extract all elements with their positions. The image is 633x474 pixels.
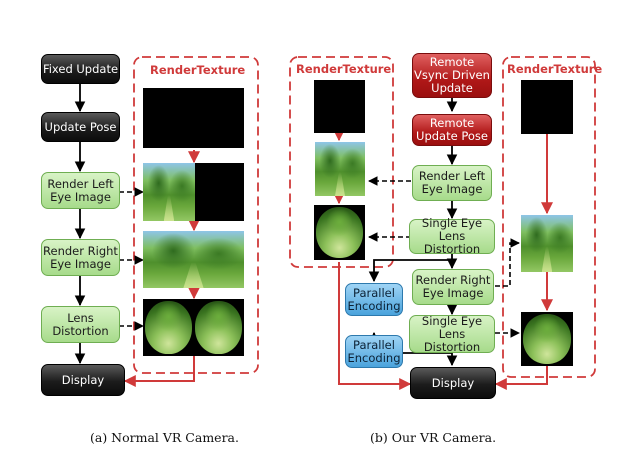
single-eye-lens-distortion-1: Single Eye Lens Distortion (409, 217, 495, 256)
parallel-encoding-1: Parallel Encoding (345, 283, 403, 316)
render-left-eye-node-right: Render Left Eye Image (412, 165, 492, 201)
right-eye-image-right (521, 215, 573, 272)
lens-distorted-texture (143, 299, 244, 356)
lens-distortion-node: Lens Distortion (41, 306, 120, 343)
distorted-left-eye (145, 301, 192, 354)
distorted-right-eye (195, 301, 242, 354)
left-eye-texture (143, 163, 244, 221)
empty-render-texture-right-b (521, 80, 573, 134)
caption-left: (a) Normal VR Camera. (90, 430, 239, 445)
empty-render-texture (143, 88, 244, 148)
left-dashed-arrows (119, 187, 144, 331)
render-right-eye-node-right: Render Right Eye Image (412, 269, 494, 305)
render-left-eye-node: Render Left Eye Image (41, 172, 120, 209)
render-right-eye-node: Render Right Eye Image (41, 239, 120, 276)
right-dashed-arrows (368, 176, 520, 338)
render-texture-label-right-b: RenderTexture (507, 62, 603, 76)
caption-right: (b) Our VR Camera. (370, 430, 497, 445)
render-texture-panel-right-b (502, 56, 596, 378)
stereo-texture (143, 231, 244, 288)
single-eye-lens-distortion-2: Single Eye Lens Distortion (409, 314, 495, 353)
render-texture-panel-right-a (289, 56, 394, 268)
empty-render-texture-right-a (314, 80, 365, 133)
left-eye-image (143, 163, 195, 221)
display-node: Display (41, 364, 125, 396)
fixed-update-node: Fixed Update (41, 54, 120, 84)
render-texture-label-right-a: RenderTexture (296, 62, 392, 76)
left-eye-image-right (315, 142, 365, 196)
right-eye-distorted-right (521, 312, 573, 366)
render-texture-panel-left (133, 56, 259, 374)
left-red-arrows (123, 150, 200, 387)
distorted-left-eye-right (316, 207, 363, 258)
left-eye-distorted-right (314, 205, 365, 260)
display-node-right: Display (410, 367, 496, 399)
parallel-encoding-2: Parallel Encoding (345, 335, 403, 368)
remote-update-pose-node: Remote Update Pose (412, 114, 492, 146)
remote-vsync-node: Remote Vsync Driven Update (412, 53, 492, 98)
update-pose-node: Update Pose (41, 112, 120, 142)
distorted-right-eye-right (523, 314, 571, 364)
render-texture-label-left: RenderTexture (150, 63, 246, 77)
